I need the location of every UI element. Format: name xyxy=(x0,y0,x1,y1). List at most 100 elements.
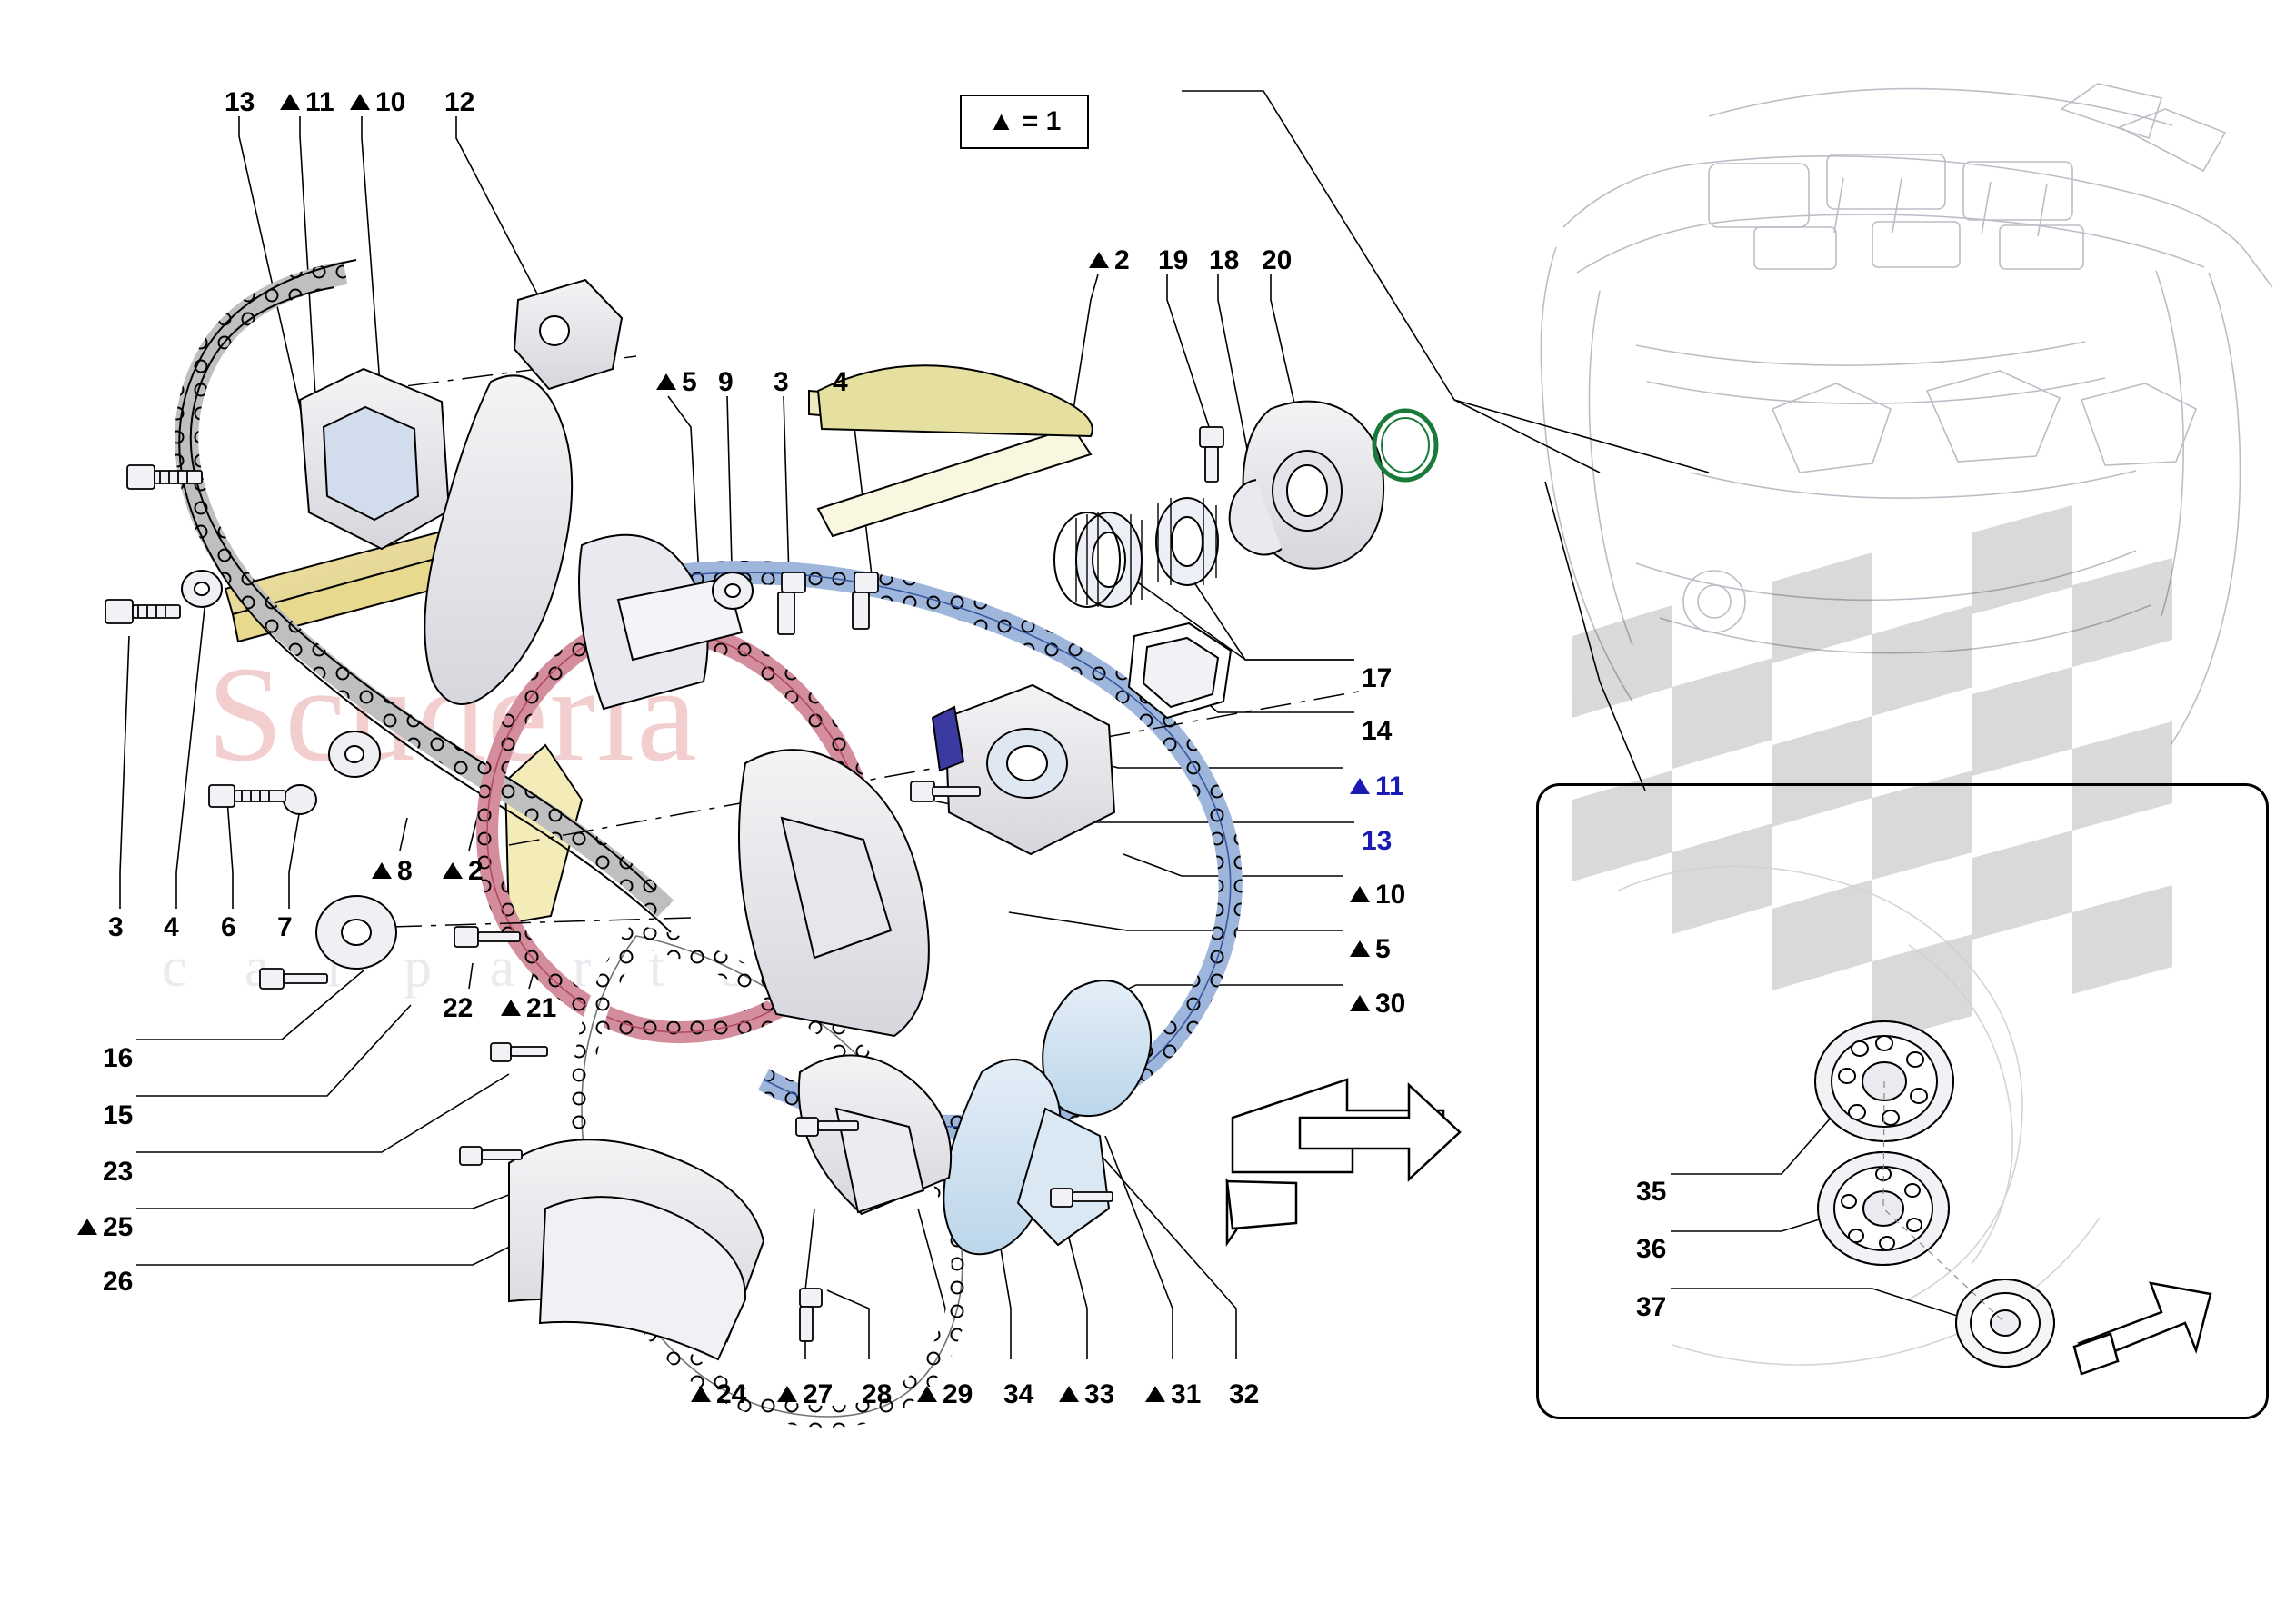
callout-number: 14 xyxy=(1362,716,1393,746)
callout-13: 13 xyxy=(225,89,255,116)
triangle-marker-icon xyxy=(1350,778,1370,794)
callout-11-marked: 11 xyxy=(280,89,334,116)
callout-number: 9 xyxy=(718,367,734,397)
callout-number: 36 xyxy=(1636,1234,1667,1264)
triangle-marker-icon xyxy=(77,1219,97,1235)
callout-11-marked: 11 xyxy=(1350,773,1404,801)
callout-7: 7 xyxy=(277,914,293,941)
callout-number: 37 xyxy=(1636,1292,1667,1322)
callout-number: 20 xyxy=(1262,245,1293,275)
callout-number: 5 xyxy=(1375,934,1391,964)
callout-5-marked: 5 xyxy=(1350,936,1391,963)
callout-number: 21 xyxy=(526,993,557,1023)
direction-arrow-main xyxy=(1225,1078,1462,1247)
callout-23: 23 xyxy=(103,1159,133,1186)
callout-33-marked: 33 xyxy=(1059,1381,1114,1408)
callout-24-marked: 24 xyxy=(691,1381,746,1408)
callout-number: 3 xyxy=(774,367,789,397)
callout-25-marked: 25 xyxy=(77,1214,133,1241)
callout-28: 28 xyxy=(862,1381,892,1408)
callout-18: 18 xyxy=(1209,247,1239,274)
callout-number: 28 xyxy=(862,1379,893,1409)
inset-detail-frame xyxy=(1536,783,2269,1419)
checkered-flag-watermark xyxy=(1572,505,2172,1043)
callout-3: 3 xyxy=(108,914,124,941)
callout-number: 15 xyxy=(103,1100,134,1130)
callout-5-marked: 5 xyxy=(656,369,697,396)
callout-9: 9 xyxy=(718,369,734,396)
callout-32: 32 xyxy=(1229,1381,1259,1408)
callout-4: 4 xyxy=(833,369,848,396)
callout-number: 10 xyxy=(375,87,406,117)
triangle-marker-icon xyxy=(1089,252,1109,268)
callout-12: 12 xyxy=(444,89,474,116)
triangle-marker-icon xyxy=(777,1386,797,1402)
callout-2-marked: 2 xyxy=(443,858,484,885)
callout-26: 26 xyxy=(103,1269,133,1296)
callout-number: 17 xyxy=(1362,663,1393,693)
triangle-marker-icon xyxy=(691,1386,711,1402)
callout-number: 34 xyxy=(1003,1379,1034,1409)
callout-30-marked: 30 xyxy=(1350,990,1405,1018)
callout-number: 35 xyxy=(1636,1177,1667,1207)
callout-6: 6 xyxy=(221,914,236,941)
callout-29-marked: 29 xyxy=(917,1381,973,1408)
callout-number: 13 xyxy=(1362,826,1393,856)
callout-number: 4 xyxy=(164,912,179,942)
timing-chain-center xyxy=(476,619,876,1043)
callout-27-marked: 27 xyxy=(777,1381,833,1408)
callout-number: 13 xyxy=(225,87,255,117)
triangle-marker-icon xyxy=(1350,886,1370,902)
callout-number: 2 xyxy=(1114,245,1130,275)
legend-text: ▲ = 1 xyxy=(987,106,1062,136)
callout-number: 27 xyxy=(803,1379,834,1409)
callout-number: 6 xyxy=(221,912,236,942)
callout-number: 26 xyxy=(103,1267,134,1297)
legend-box: ▲ = 1 xyxy=(960,95,1089,149)
callout-22: 22 xyxy=(443,995,473,1022)
callout-number: 2 xyxy=(468,856,484,886)
callout-2-marked: 2 xyxy=(1089,247,1130,274)
callout-15: 15 xyxy=(103,1102,133,1129)
callout-13: 13 xyxy=(1362,828,1392,855)
callout-36: 36 xyxy=(1636,1236,1666,1263)
callout-20: 20 xyxy=(1262,247,1292,274)
callout-19: 19 xyxy=(1158,247,1188,274)
triangle-marker-icon xyxy=(1350,940,1370,957)
callout-4: 4 xyxy=(164,914,179,941)
callout-number: 16 xyxy=(103,1043,134,1073)
callout-number: 3 xyxy=(108,912,124,942)
callout-8-marked: 8 xyxy=(372,858,413,885)
callout-number: 33 xyxy=(1084,1379,1115,1409)
triangle-marker-icon xyxy=(917,1386,937,1402)
direction-arrow-inset xyxy=(2072,1281,2212,1376)
callout-31-marked: 31 xyxy=(1145,1381,1201,1408)
callout-number: 4 xyxy=(833,367,848,397)
timing-chain-lower xyxy=(570,923,973,1428)
triangle-marker-icon xyxy=(372,862,392,879)
inset-ghost-outline xyxy=(1617,865,2101,1366)
callout-number: 22 xyxy=(443,993,474,1023)
callout-number: 25 xyxy=(103,1212,134,1242)
triangle-marker-icon xyxy=(656,373,676,390)
callout-number: 24 xyxy=(716,1379,747,1409)
triangle-marker-icon xyxy=(1350,995,1370,1011)
callout-21-marked: 21 xyxy=(501,995,556,1022)
triangle-marker-icon xyxy=(501,1000,521,1016)
callout-number: 10 xyxy=(1375,880,1406,910)
callout-number: 7 xyxy=(277,912,293,942)
callout-number: 32 xyxy=(1229,1379,1260,1409)
callout-14: 14 xyxy=(1362,718,1392,745)
callout-number: 29 xyxy=(943,1379,973,1409)
bolts-and-screws xyxy=(105,426,1224,1342)
leader-lines xyxy=(119,90,1981,1359)
callout-17: 17 xyxy=(1362,665,1392,692)
callout-3: 3 xyxy=(774,369,789,396)
callout-number: 30 xyxy=(1375,989,1406,1019)
callout-10-marked: 10 xyxy=(1350,881,1405,909)
callout-10-marked: 10 xyxy=(350,89,405,116)
mechanical-parts xyxy=(181,278,1439,1361)
triangle-marker-icon xyxy=(1059,1386,1079,1402)
